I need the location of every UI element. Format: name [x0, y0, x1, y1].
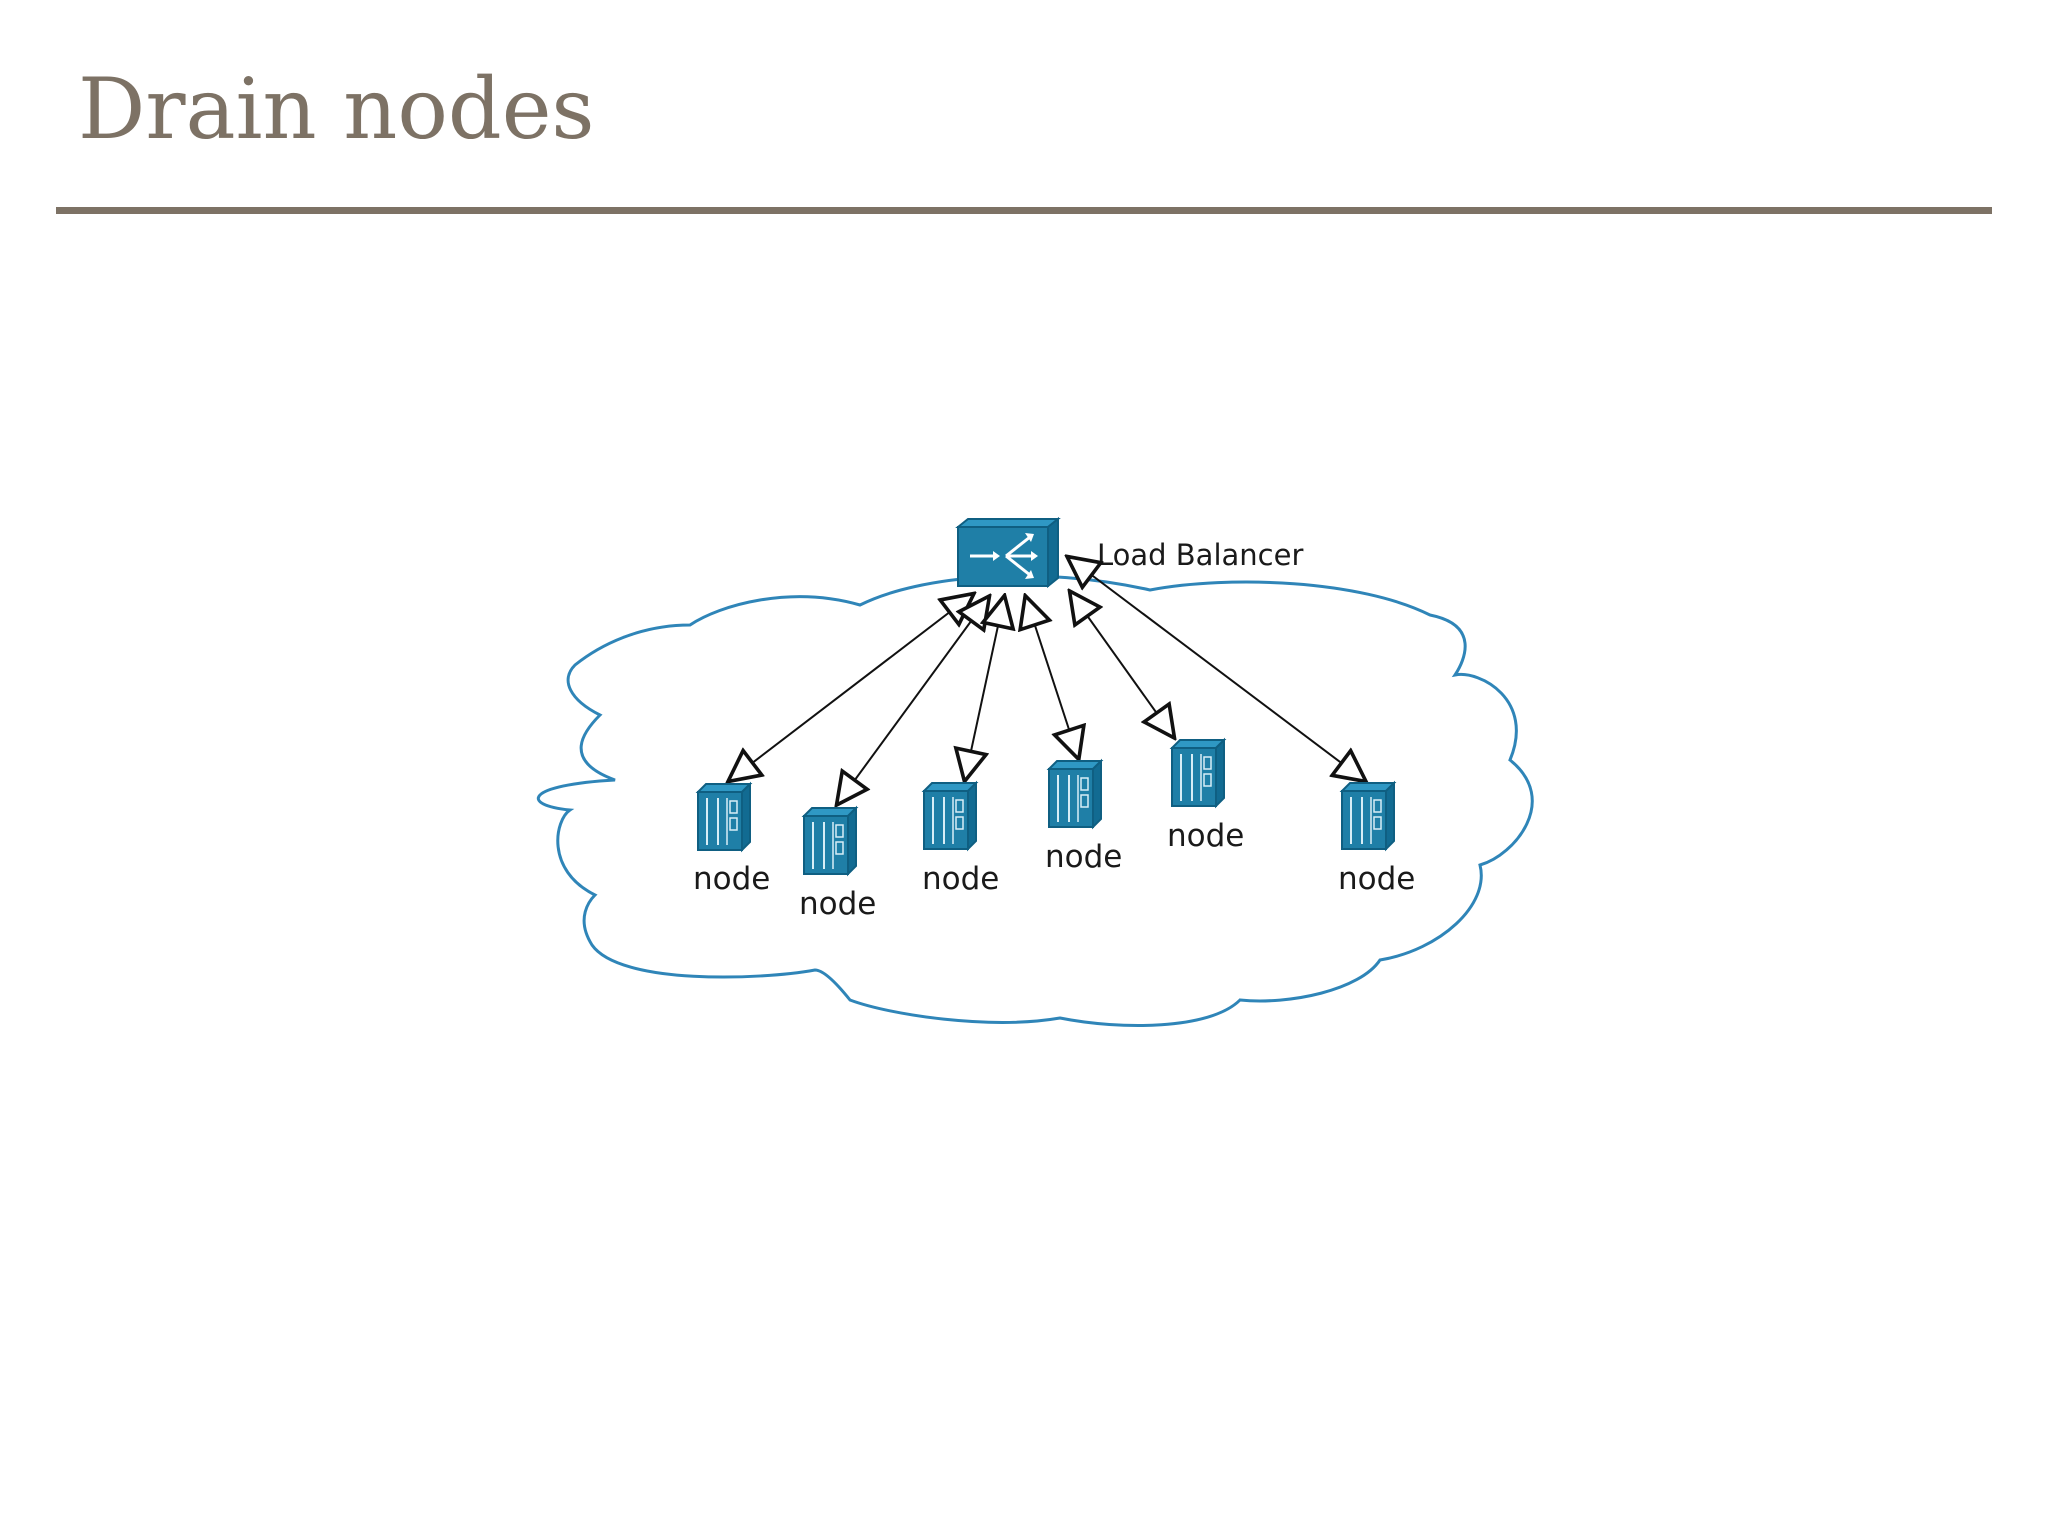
page-title: Drain nodes: [78, 60, 595, 158]
arrow-double-icon: [1069, 558, 1364, 780]
node-1: node: [693, 783, 770, 897]
title-divider: [56, 207, 1992, 214]
server-icon: [923, 782, 977, 850]
arrow-double-icon: [1026, 598, 1078, 757]
node-label: node: [1167, 818, 1244, 854]
arrow-double-icon: [1071, 593, 1173, 736]
server-icon: [1341, 782, 1395, 850]
node-label: node: [922, 861, 999, 897]
server-icon: [697, 783, 751, 851]
node-5: node: [1167, 739, 1244, 854]
node-label: node: [799, 886, 876, 922]
node-label: node: [693, 861, 770, 897]
arrow-double-icon: [965, 598, 1004, 779]
arrows: [730, 558, 1364, 803]
load-balancer-label: Load Balancer: [1097, 538, 1303, 572]
node-2: node: [799, 807, 876, 922]
server-icon: [1171, 739, 1225, 807]
server-icon: [1048, 760, 1102, 828]
node-3: node: [922, 782, 999, 897]
node-4: node: [1045, 760, 1122, 875]
node-6: node: [1338, 782, 1415, 897]
server-icon: [803, 807, 857, 875]
load-balancer-icon: [955, 516, 1061, 589]
arrow-double-icon: [730, 595, 972, 780]
node-label: node: [1338, 861, 1415, 897]
node-label: node: [1045, 839, 1122, 875]
